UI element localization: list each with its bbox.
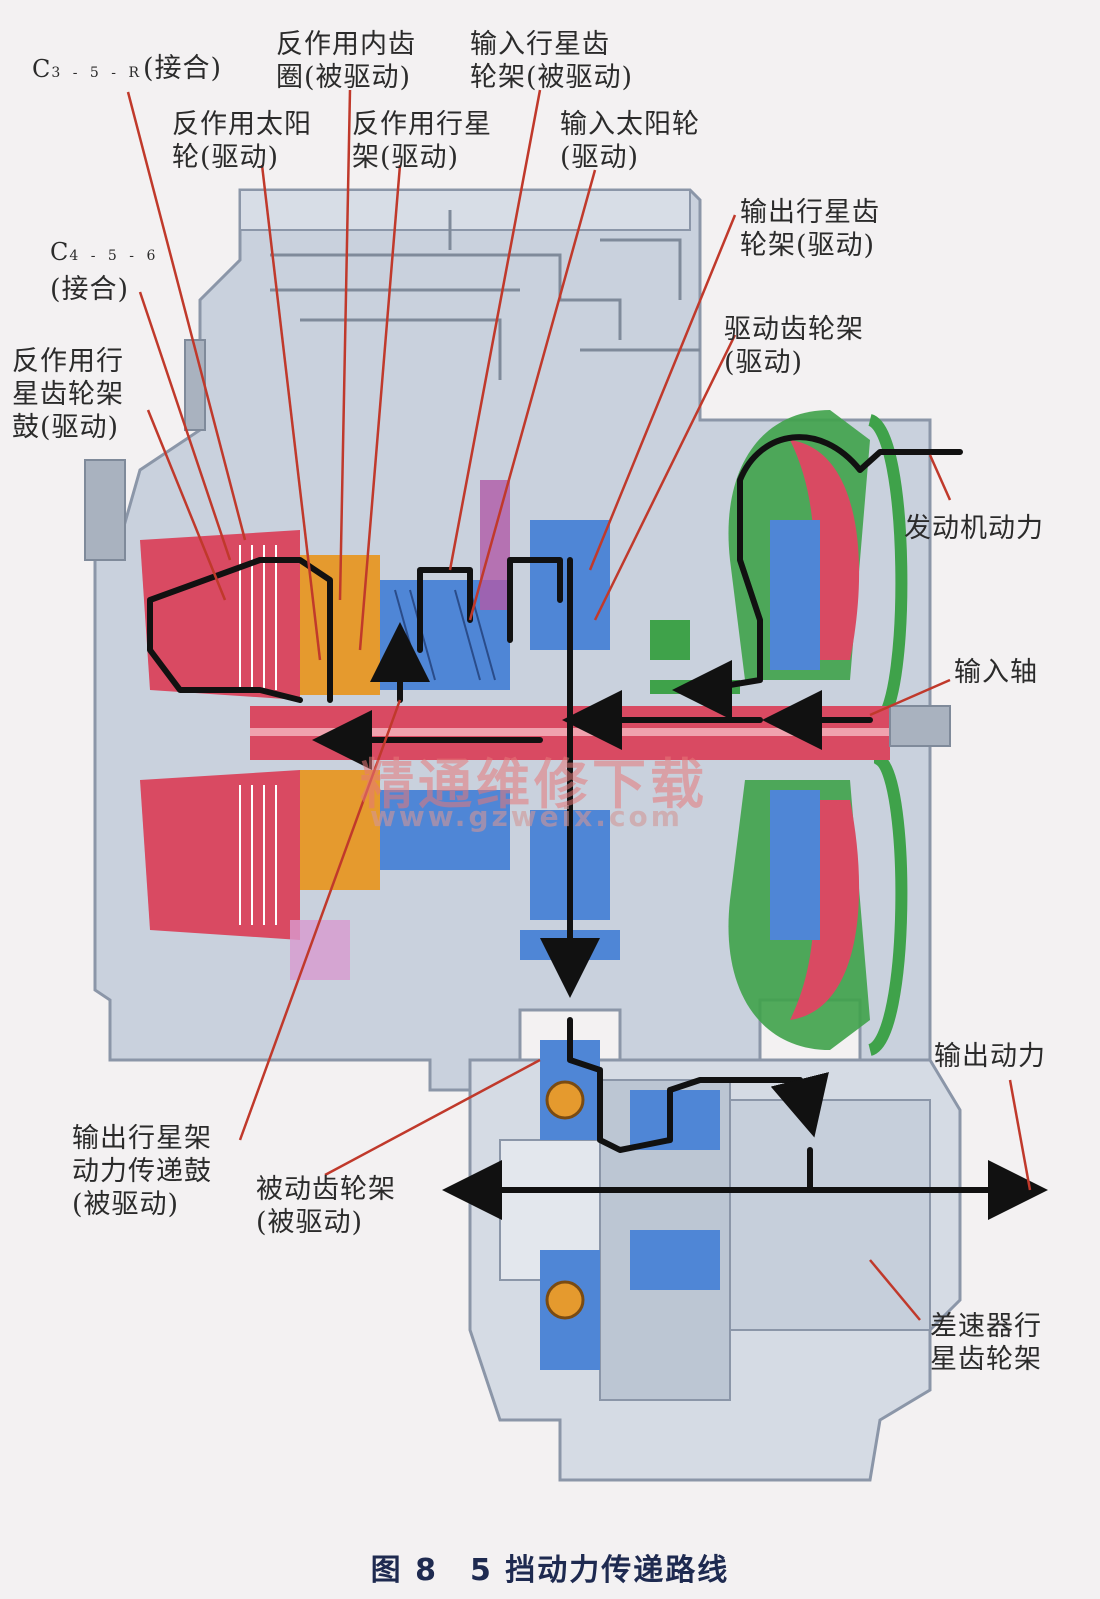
label-c35r-sub: 3 - 5 - R [51, 65, 143, 81]
label-line: 星齿轮架 [930, 1344, 1042, 1375]
label-line: 输出行星架 [72, 1123, 212, 1154]
label-line: 驱动齿轮架 [724, 314, 864, 345]
label-line: 架(驱动) [352, 142, 460, 173]
label-line: 轮架(被驱动) [470, 62, 634, 93]
label-input-carrier: 输入行星齿 轮架(被驱动) [470, 28, 633, 94]
label-line: 差速器行 [930, 1311, 1042, 1342]
clutch-packs [140, 530, 300, 940]
label-c35r-tail: (接合) [143, 53, 223, 84]
transfer-gears [540, 1040, 720, 1370]
label-line: 星齿轮架 [12, 379, 124, 410]
label-driven-gear-carrier: 被动齿轮架 (被驱动) [256, 1173, 396, 1239]
label-c35r-main: C [32, 55, 52, 83]
label-c35r: C3 - 5 - R(接合) [32, 52, 222, 90]
label-reaction-ring: 反作用内齿 圈(被驱动) [276, 28, 416, 94]
label-drive-gear-carrier: 驱动齿轮架 (驱动) [724, 313, 864, 379]
label-c456-sub: 4 - 5 - 6 [69, 248, 160, 264]
label-line: 反作用行星 [352, 109, 492, 140]
label-line: (被驱动) [72, 1189, 180, 1220]
label-c456: C4 - 5 - 6 (接合) [50, 236, 159, 306]
label-line: 轮(驱动) [172, 142, 280, 173]
label-engine-power: 发动机动力 [904, 513, 1044, 544]
label-line: 输出行星齿 [740, 197, 880, 228]
label-line: (驱动) [560, 142, 640, 173]
label-reaction-carrier-drum: 反作用行 星齿轮架 鼓(驱动) [12, 345, 124, 444]
torque-converter [650, 410, 908, 1056]
label-line: 反作用太阳 [172, 109, 312, 140]
label-c456-main: C [50, 238, 70, 266]
power-flow-path [147, 434, 1048, 1220]
figure-caption: 图 8 5 挡动力传递路线 [370, 1553, 730, 1588]
label-line: 轮架(驱动) [740, 230, 876, 261]
label-line: (驱动) [724, 347, 804, 378]
label-line: (被驱动) [256, 1207, 364, 1238]
label-reaction-sun: 反作用太阳 轮(驱动) [172, 108, 312, 174]
label-line: 鼓(驱动) [12, 412, 120, 443]
label-c456-tail: (接合) [50, 274, 130, 305]
label-line: 反作用内齿 [276, 29, 416, 60]
label-line: 圈(被驱动) [276, 62, 412, 93]
label-line: 反作用行 [12, 346, 124, 377]
label-line: 动力传递鼓 [72, 1156, 212, 1187]
label-output-carrier-drum: 输出行星架 动力传递鼓 (被驱动) [72, 1122, 212, 1221]
label-reaction-carrier: 反作用行星 架(驱动) [352, 108, 492, 174]
label-output-power: 输出动力 [934, 1041, 1046, 1072]
label-line: 输入太阳轮 [560, 109, 700, 140]
label-line: 输入行星齿 [470, 29, 610, 60]
label-output-carrier: 输出行星齿 轮架(驱动) [740, 196, 880, 262]
label-input-sun: 输入太阳轮 (驱动) [560, 108, 700, 174]
label-input-shaft: 输入轴 [954, 657, 1038, 688]
watermark-text: 精通维修下载 [360, 753, 708, 816]
leader-lines [126, 89, 1032, 1321]
watermark-url: www.gzweix.com [370, 800, 683, 833]
label-line: 被动齿轮架 [256, 1174, 396, 1205]
label-differential-carrier: 差速器行 星齿轮架 [930, 1310, 1042, 1376]
